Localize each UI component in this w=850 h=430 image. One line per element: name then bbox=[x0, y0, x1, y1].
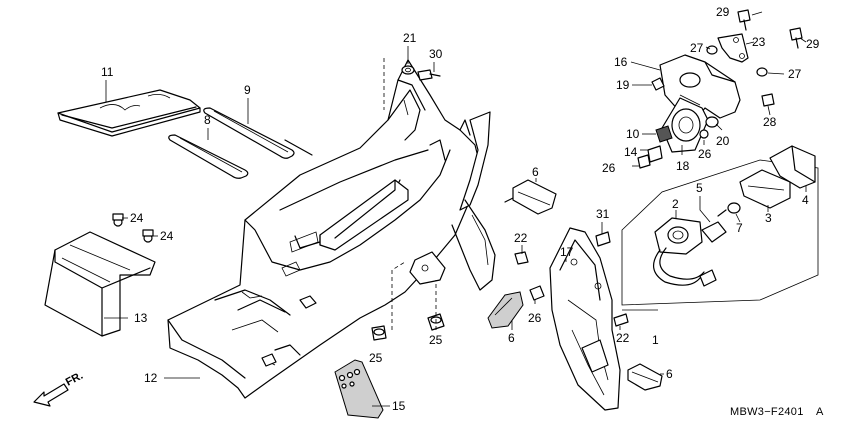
rubber-pad-lower bbox=[627, 363, 663, 391]
callout-3: 3 bbox=[765, 211, 772, 225]
leader-lines bbox=[104, 11, 807, 407]
callout-5: 5 bbox=[696, 181, 703, 195]
callout-11: 11 bbox=[101, 65, 114, 79]
callout-15: 15 bbox=[392, 399, 406, 413]
callout-6b: 6 bbox=[508, 331, 515, 345]
fender-strip-part bbox=[451, 111, 496, 291]
mount-arm-part bbox=[409, 251, 446, 285]
rear-fender-part bbox=[167, 59, 481, 399]
callout-31: 31 bbox=[596, 207, 610, 221]
callout-6c: 6 bbox=[666, 367, 673, 381]
callout-1: 1 bbox=[652, 333, 659, 347]
callout-8: 8 bbox=[204, 113, 211, 127]
strap-parts bbox=[168, 107, 313, 179]
hardware-parts bbox=[371, 65, 629, 341]
callout-23: 23 bbox=[752, 35, 766, 49]
front-direction-arrow: FR. bbox=[33, 370, 85, 407]
callout-13: 13 bbox=[134, 311, 148, 325]
callout-30: 30 bbox=[429, 47, 443, 61]
callout-22a: 22 bbox=[514, 231, 528, 245]
callout-26c: 26 bbox=[698, 147, 712, 161]
rubber-pad-upper bbox=[504, 179, 557, 215]
callout-24b: 24 bbox=[160, 229, 174, 243]
callout-9: 9 bbox=[244, 83, 251, 97]
tool-pouch-part bbox=[57, 89, 201, 137]
tail-light-bracket-part bbox=[637, 9, 803, 169]
callout-25b: 25 bbox=[429, 333, 443, 347]
rubber-pad-middle bbox=[487, 291, 524, 329]
license-bracket-part bbox=[549, 227, 621, 411]
battery-bracket-part bbox=[44, 213, 156, 337]
callout-19: 19 bbox=[616, 78, 630, 92]
reflector-plate-part bbox=[334, 359, 384, 419]
direction-label: FR. bbox=[64, 370, 85, 389]
callout-22b: 22 bbox=[616, 331, 630, 345]
callout-4: 4 bbox=[802, 193, 809, 207]
diagram-code-suffix: A bbox=[816, 406, 824, 418]
callout-labels: 11 8 9 21 30 24 24 13 12 15 25 25 6 22 6… bbox=[101, 5, 820, 413]
license-light-assembly bbox=[621, 145, 819, 306]
callout-24a: 24 bbox=[130, 211, 144, 225]
diagram-code: MBW3−F2401 bbox=[730, 406, 804, 418]
callout-7: 7 bbox=[736, 221, 743, 235]
callout-16: 16 bbox=[614, 55, 628, 69]
callout-21: 21 bbox=[403, 31, 417, 45]
callout-6a: 6 bbox=[532, 165, 539, 179]
callout-27a: 27 bbox=[690, 41, 704, 55]
callout-12: 12 bbox=[144, 371, 158, 385]
callout-27b: 27 bbox=[788, 67, 802, 81]
callout-28: 28 bbox=[763, 115, 777, 129]
callout-26a: 26 bbox=[528, 311, 542, 325]
callout-17: 17 bbox=[560, 245, 574, 259]
callout-14: 14 bbox=[624, 145, 638, 159]
callout-2: 2 bbox=[672, 197, 679, 211]
callout-29b: 29 bbox=[806, 37, 820, 51]
callout-18: 18 bbox=[676, 159, 690, 173]
callout-25a: 25 bbox=[369, 351, 383, 365]
callout-10: 10 bbox=[626, 127, 640, 141]
callout-29a: 29 bbox=[716, 5, 730, 19]
callout-26b: 26 bbox=[602, 161, 616, 175]
callout-20: 20 bbox=[716, 134, 730, 148]
